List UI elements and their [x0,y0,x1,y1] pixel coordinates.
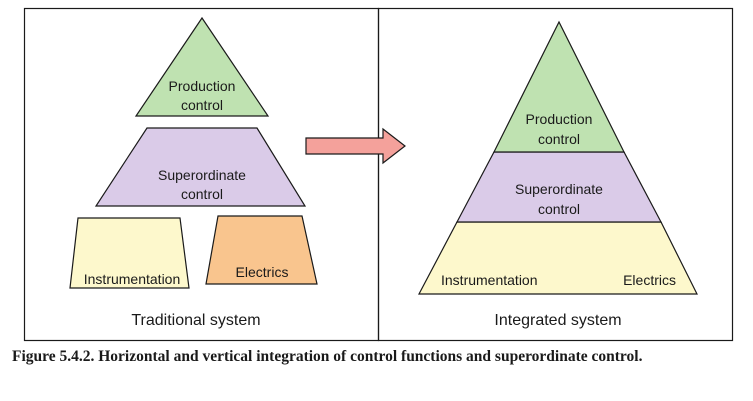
int-instrumentation-label: Instrumentation [441,272,538,288]
trad-instrumentation-shape [69,217,190,289]
figure-caption: Figure 5.4.2. Horizontal and vertical in… [12,348,643,365]
int-electrics-label: Electrics [623,272,676,288]
integrated-system-caption: Integrated system [494,312,621,329]
traditional-system-caption: Traditional system [131,312,260,329]
int-superordinate-label-2: control [538,201,580,217]
trad-production-label-2: control [181,97,223,113]
trad-superordinate-label-2: control [181,186,223,202]
int-production-control-shape [493,20,625,153]
transition-arrow [305,127,406,165]
trad-production-label-1: Production [169,78,236,94]
int-production-label-1: Production [526,111,593,127]
int-production-label-2: control [538,131,580,147]
trad-electrics-label: Electrics [236,264,289,280]
trad-superordinate-control-shape [94,127,307,207]
trad-production-control-shape [134,16,270,117]
trad-instrumentation-label: Instrumentation [84,271,181,287]
integrated-panel [377,7,734,342]
trad-superordinate-label-1: Superordinate [158,167,246,183]
trad-electrics-shape [205,215,318,285]
int-superordinate-label-1: Superordinate [515,181,603,197]
